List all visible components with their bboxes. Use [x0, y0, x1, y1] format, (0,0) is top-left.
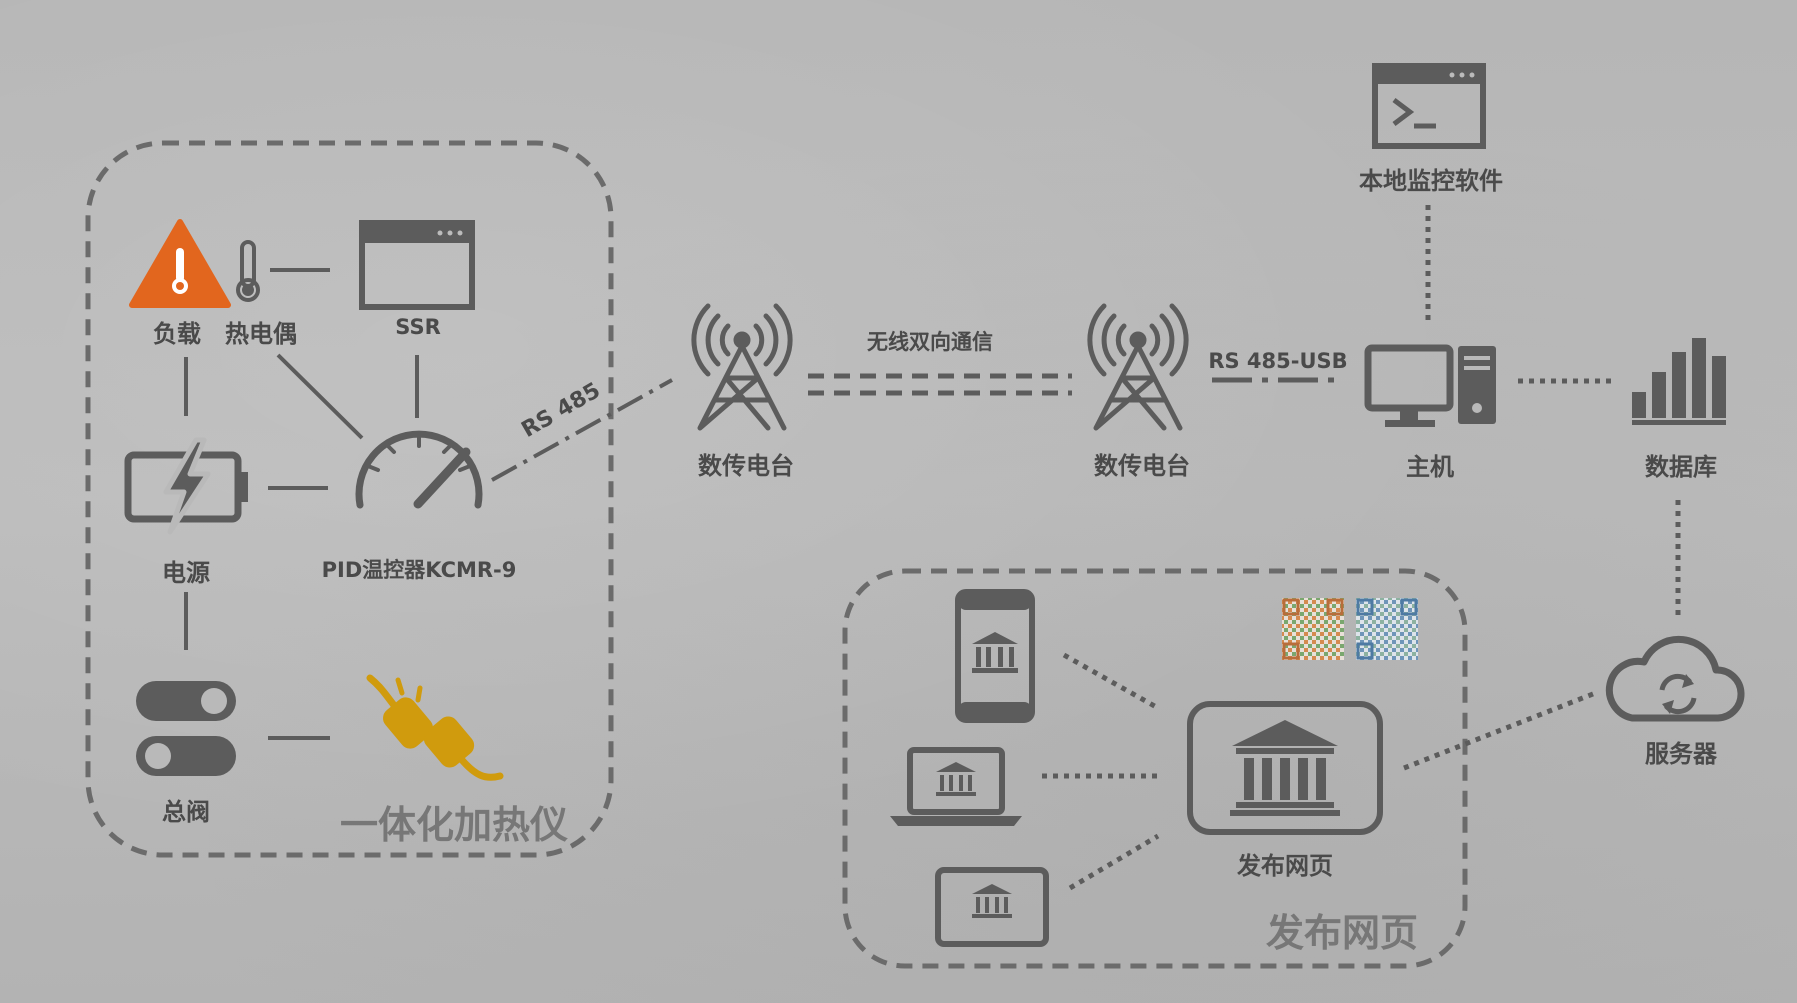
server-label: 服务器 [1645, 734, 1717, 769]
power-label: 电源 [162, 553, 210, 588]
wireless-link [808, 376, 1072, 393]
heater-connectors [186, 270, 417, 738]
qr-code-icon [1282, 598, 1344, 660]
controller-label: PID温控器KCMR-9 [322, 554, 517, 584]
radio-tower-icon [1090, 306, 1186, 428]
main-valve-label: 总阀 [162, 792, 210, 827]
host-label: 主机 [1406, 447, 1454, 482]
phone-icon [958, 592, 1032, 720]
load-label: 负载 [153, 314, 201, 349]
bar-chart-icon [1632, 338, 1726, 425]
laptop-icon [890, 750, 1022, 826]
rs485-usb-label: RS 485-USB [1208, 349, 1347, 373]
tablet-icon [938, 870, 1046, 944]
gauge-icon [359, 434, 479, 505]
web-publish-title: 发布网页 [1266, 902, 1418, 957]
cloud-sync-icon [1609, 639, 1741, 718]
battery-charging-icon [128, 440, 248, 532]
toggle-switch-icon [136, 681, 236, 776]
web-hub-label: 发布网页 [1237, 846, 1333, 881]
radio-left-label: 数传电台 [698, 446, 794, 481]
ssr-label: SSR [395, 315, 440, 339]
local-software-label: 本地监控软件 [1359, 161, 1503, 196]
plug-icon [370, 678, 500, 777]
integrated-heater-title: 一体化加热仪 [340, 794, 568, 849]
wireless-label: 无线双向通信 [867, 326, 993, 356]
qr-code-icon [1356, 598, 1418, 660]
window-icon [362, 223, 472, 307]
terminal-icon [1375, 66, 1483, 146]
warning-thermometer-icon [132, 222, 228, 305]
thermocouple-label: 热电偶 [225, 314, 297, 349]
thermometer-icon [238, 242, 258, 300]
radio-right-label: 数传电台 [1094, 446, 1190, 481]
desktop-computer-icon [1368, 346, 1496, 427]
database-label: 数据库 [1645, 447, 1717, 482]
radio-tower-icon [694, 306, 790, 428]
dotted-links [1042, 205, 1678, 888]
bank-icon [1190, 704, 1380, 832]
